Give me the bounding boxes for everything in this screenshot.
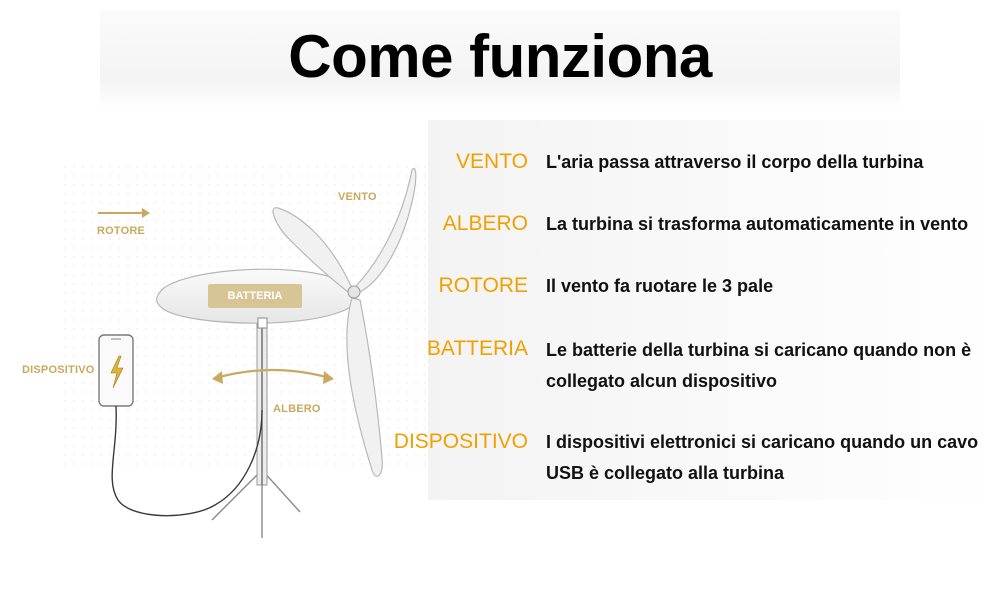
tripod-legs: [211, 469, 301, 538]
page-title: Come funziona: [288, 23, 712, 90]
legend-description: I dispositivi elettronici si caricano qu…: [546, 432, 979, 483]
legend-term: ALBERO: [442, 212, 528, 235]
usb-cable: [111, 405, 263, 517]
rotation-arrow-icon: [215, 368, 331, 380]
mast-connector: [257, 317, 268, 329]
label-batteria: BATTERIA: [227, 290, 283, 302]
legend-panel: [428, 120, 1000, 500]
wind-arrow-icon: [98, 208, 150, 218]
legend-term: ROTORE: [438, 274, 528, 297]
title-band: [100, 10, 900, 110]
legend-description: L'aria passa attraverso il corpo della t…: [546, 152, 924, 172]
rotor-blades: [272, 167, 417, 477]
rotor-hub: [347, 285, 361, 299]
legend-description: Le batterie della turbina si caricano qu…: [546, 340, 972, 391]
legend-term: BATTERIA: [426, 337, 528, 360]
label-albero: ALBERO: [273, 403, 321, 415]
label-vento: VENTO: [338, 191, 377, 203]
smartphone-icon: [98, 334, 134, 407]
legend-term: DISPOSITIVO: [393, 430, 528, 453]
legend-description: Il vento fa ruotare le 3 pale: [546, 276, 774, 296]
turbine-illustration: [60, 160, 430, 538]
label-rotore: ROTORE: [97, 225, 146, 237]
legend-term: VENTO: [456, 150, 528, 173]
label-dispositivo: DISPOSITIVO: [22, 364, 95, 376]
turbine-diagram: VENTO ROTORE BATTERIA DISPOSITIVO ALBERO: [0, 120, 440, 600]
battery-box: BATTERIA: [208, 284, 302, 308]
legend-description: La turbina si trasforma automaticamente …: [546, 214, 969, 234]
